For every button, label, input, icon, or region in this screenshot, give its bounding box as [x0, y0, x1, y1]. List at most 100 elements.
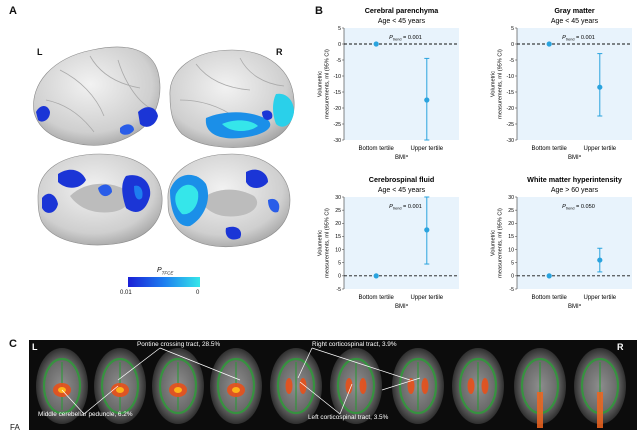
plot-4-ytick-label: 0	[511, 274, 514, 280]
plot-2-point	[597, 84, 603, 90]
plot-2-title: Gray matter	[554, 6, 595, 15]
plot-3-ytick-label: -5	[336, 287, 341, 293]
plot-3-subtitle: Age < 45 years	[378, 187, 426, 194]
plot-2-category-label: Bottom tertile	[532, 146, 568, 152]
plot-1-ytick-label: -30	[334, 138, 342, 144]
colorbar-max-label: 0	[196, 290, 200, 296]
fa-left-label: L	[32, 342, 38, 352]
fa-cluster	[421, 378, 429, 394]
white-matter-skeleton	[458, 357, 498, 415]
plot-2-ytick-label: 5	[511, 26, 514, 32]
fa-label: FA	[10, 423, 20, 432]
colorbar-min-label: 0.01	[120, 290, 132, 296]
fa-cluster	[407, 378, 415, 394]
plot-1-ylabel: Volumetricmeasurements, ml (95% CI)	[318, 49, 331, 119]
plot-3-ytick-label: 30	[335, 195, 341, 201]
fa-cluster	[597, 392, 603, 428]
right-lateral-brain	[169, 49, 295, 148]
fa-cluster-peak	[116, 387, 124, 393]
plot-3-point	[424, 227, 430, 233]
plot-3-ytick-label: 10	[335, 247, 341, 253]
tract-label-right-corticospinal: Right corticospinal tract, 3.9%	[312, 341, 397, 348]
plot-3-ytick-label: 0	[338, 274, 341, 280]
fa-cluster	[467, 378, 475, 394]
panel-a: A L R	[0, 0, 312, 338]
plot-4-point	[597, 257, 603, 263]
plot-1-ytick-label: -25	[334, 122, 342, 128]
plot-1-point	[424, 97, 430, 103]
white-matter-skeleton	[216, 357, 256, 415]
plot-2-ytick-label: -5	[509, 58, 514, 64]
white-matter-skeleton	[158, 357, 198, 415]
plot-4-ytick-label: 15	[508, 234, 514, 240]
plot-4-xlabel: BMIa	[568, 302, 582, 310]
fa-cluster	[285, 378, 293, 394]
fa-cluster	[299, 378, 307, 394]
left-medial-brain	[37, 153, 163, 246]
plot-2-xlabel: BMIa	[568, 153, 582, 161]
plot-4-ytick-label: 30	[508, 195, 514, 201]
axial-slices	[36, 348, 626, 428]
plot-2-ytick-label: -30	[507, 138, 515, 144]
fa-cluster	[359, 378, 367, 394]
plot-1-xlabel: BMIa	[395, 153, 409, 161]
white-matter-skeleton	[336, 357, 376, 415]
plot-1-subtitle: Age < 45 years	[378, 18, 426, 25]
plot-1-ytick-label: 0	[338, 42, 341, 48]
plot-1-ytick-label: -15	[334, 90, 342, 96]
fa-right-label: R	[617, 342, 624, 352]
plot-3-category-label: Upper tertile	[410, 295, 443, 301]
plot-4-ytick-label: 25	[508, 208, 514, 214]
plot-1-ytick-label: -20	[334, 106, 342, 112]
plot-1-ytick-label: -5	[336, 58, 341, 64]
tract-label-left-corticospinal: Left corticospinal tract, 3.5%	[308, 414, 389, 421]
brain-renderings	[33, 46, 295, 287]
plot-3-ytick-label: 20	[335, 221, 341, 227]
plot-2-ytick-label: 0	[511, 42, 514, 48]
plot-3-p-trend: Ptrend = 0.001	[389, 204, 422, 211]
plot-4-ytick-label: 20	[508, 221, 514, 227]
tract-label-pontine-crossing: Pontine crossing tract, 28.5%	[137, 341, 221, 348]
panel-c: C L R FA Pontine crossing tract, 28.5% R…	[0, 338, 640, 434]
plot-3-ytick-label: 5	[338, 261, 341, 267]
panel-a-letter: A	[9, 5, 17, 17]
white-matter-skeleton	[398, 357, 438, 415]
plot-2-ytick-label: -20	[507, 106, 515, 112]
right-hemisphere-label: R	[276, 47, 283, 57]
plot-2-category-label: Upper tertile	[583, 146, 616, 152]
tract-label-middle-cerebellar-peduncle: Middle cerebellar peduncle, 6.2%	[38, 411, 133, 418]
plot-3-title: Cerebrospinal fluid	[369, 175, 435, 184]
plot-4-title: White matter hyperintensity	[527, 175, 622, 184]
fa-cluster-peak	[174, 387, 182, 393]
plot-4-ytick-label: 10	[508, 247, 514, 253]
plot-4-ytick-label: 5	[511, 261, 514, 267]
plot-4-p-trend: Ptrend = 0.050	[562, 204, 595, 211]
left-hemisphere-label: L	[37, 47, 43, 57]
tract-callout-lines	[61, 347, 421, 415]
panel-b-letter: B	[315, 5, 323, 17]
plot-2-p-trend: Ptrend = 0.001	[562, 35, 595, 42]
white-matter-skeleton	[42, 357, 82, 415]
plot-2-ylabel: Volumetricmeasurements, ml (95% CI)	[491, 49, 504, 119]
plot-3-ytick-label: 15	[335, 234, 341, 240]
fa-slices	[29, 340, 637, 430]
plot-3-point	[373, 273, 379, 279]
left-lateral-brain	[33, 46, 161, 146]
plot-2-background	[517, 28, 632, 140]
plot-4-point	[546, 273, 552, 279]
plot-1-category-label: Bottom tertile	[359, 146, 395, 152]
plot-4-subtitle: Age > 60 years	[551, 187, 599, 194]
white-matter-skeleton	[276, 357, 316, 415]
plot-3-ylabel: Volumetricmeasurements, ml (95% CI)	[318, 208, 331, 278]
plot-1-background	[344, 28, 459, 140]
plot-3-ytick-label: 25	[335, 208, 341, 214]
plot-2-subtitle: Age < 45 years	[551, 18, 599, 25]
plot-1-p-trend: Ptrend = 0.001	[389, 35, 422, 42]
plot-2-ytick-label: -10	[507, 74, 515, 80]
plot-3-category-label: Bottom tertile	[359, 295, 395, 301]
white-matter-skeleton	[100, 357, 140, 415]
plot-1-ytick-label: -10	[334, 74, 342, 80]
fa-cluster	[345, 378, 353, 394]
